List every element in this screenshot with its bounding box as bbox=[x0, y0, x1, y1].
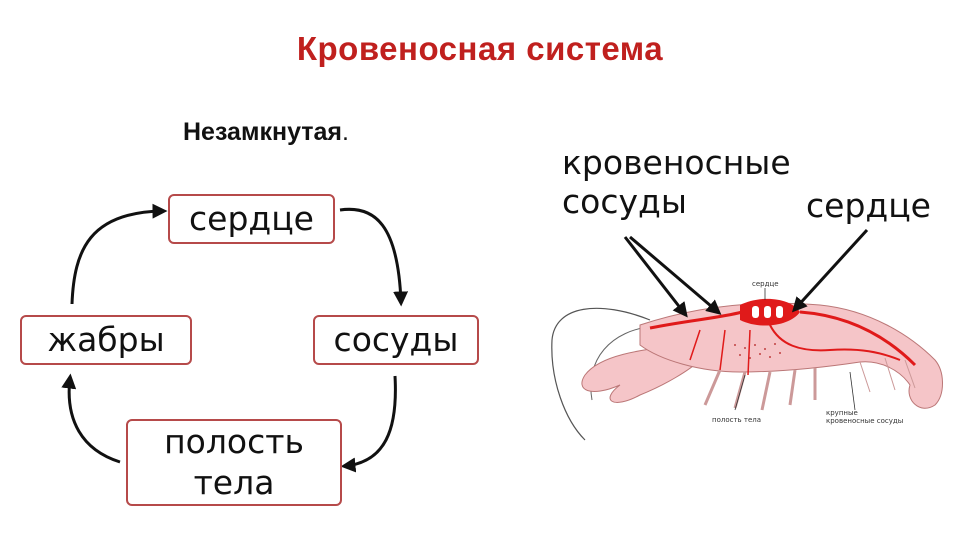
node-heart: сердце bbox=[168, 194, 335, 244]
tiny-heart-label: сердце bbox=[752, 280, 779, 288]
label-heart: сердце bbox=[806, 186, 931, 225]
node-body-cavity: полость тела bbox=[126, 419, 342, 506]
crayfish-illustration bbox=[551, 288, 943, 441]
page-title: Кровеносная система bbox=[296, 30, 664, 67]
arrow-vessels-to-cavity bbox=[340, 375, 397, 473]
circulation-type-period: . bbox=[342, 118, 349, 146]
tiny-large-vessels-line: кровеносные сосуды bbox=[826, 417, 903, 425]
arrow-cavity-to-gills bbox=[61, 373, 121, 464]
pointer-vessels-2 bbox=[629, 235, 722, 315]
tiny-cavity-label: полость тела bbox=[712, 416, 761, 424]
arrow-gills-to-heart bbox=[70, 203, 168, 305]
circulation-type: Незамкнутая bbox=[183, 118, 343, 146]
pointer-heart bbox=[791, 228, 869, 313]
node-vessels: сосуды bbox=[313, 315, 479, 365]
tiny-large-vessels-line: крупные bbox=[826, 409, 858, 417]
node-gills: жабры bbox=[20, 315, 192, 365]
circulation-type-label: Незамкнутая. bbox=[183, 118, 349, 147]
label-blood-vessels: кровеносные сосуды bbox=[562, 143, 791, 221]
pointer-vessels-1 bbox=[623, 236, 688, 318]
arrow-heart-to-vessels bbox=[339, 207, 409, 307]
